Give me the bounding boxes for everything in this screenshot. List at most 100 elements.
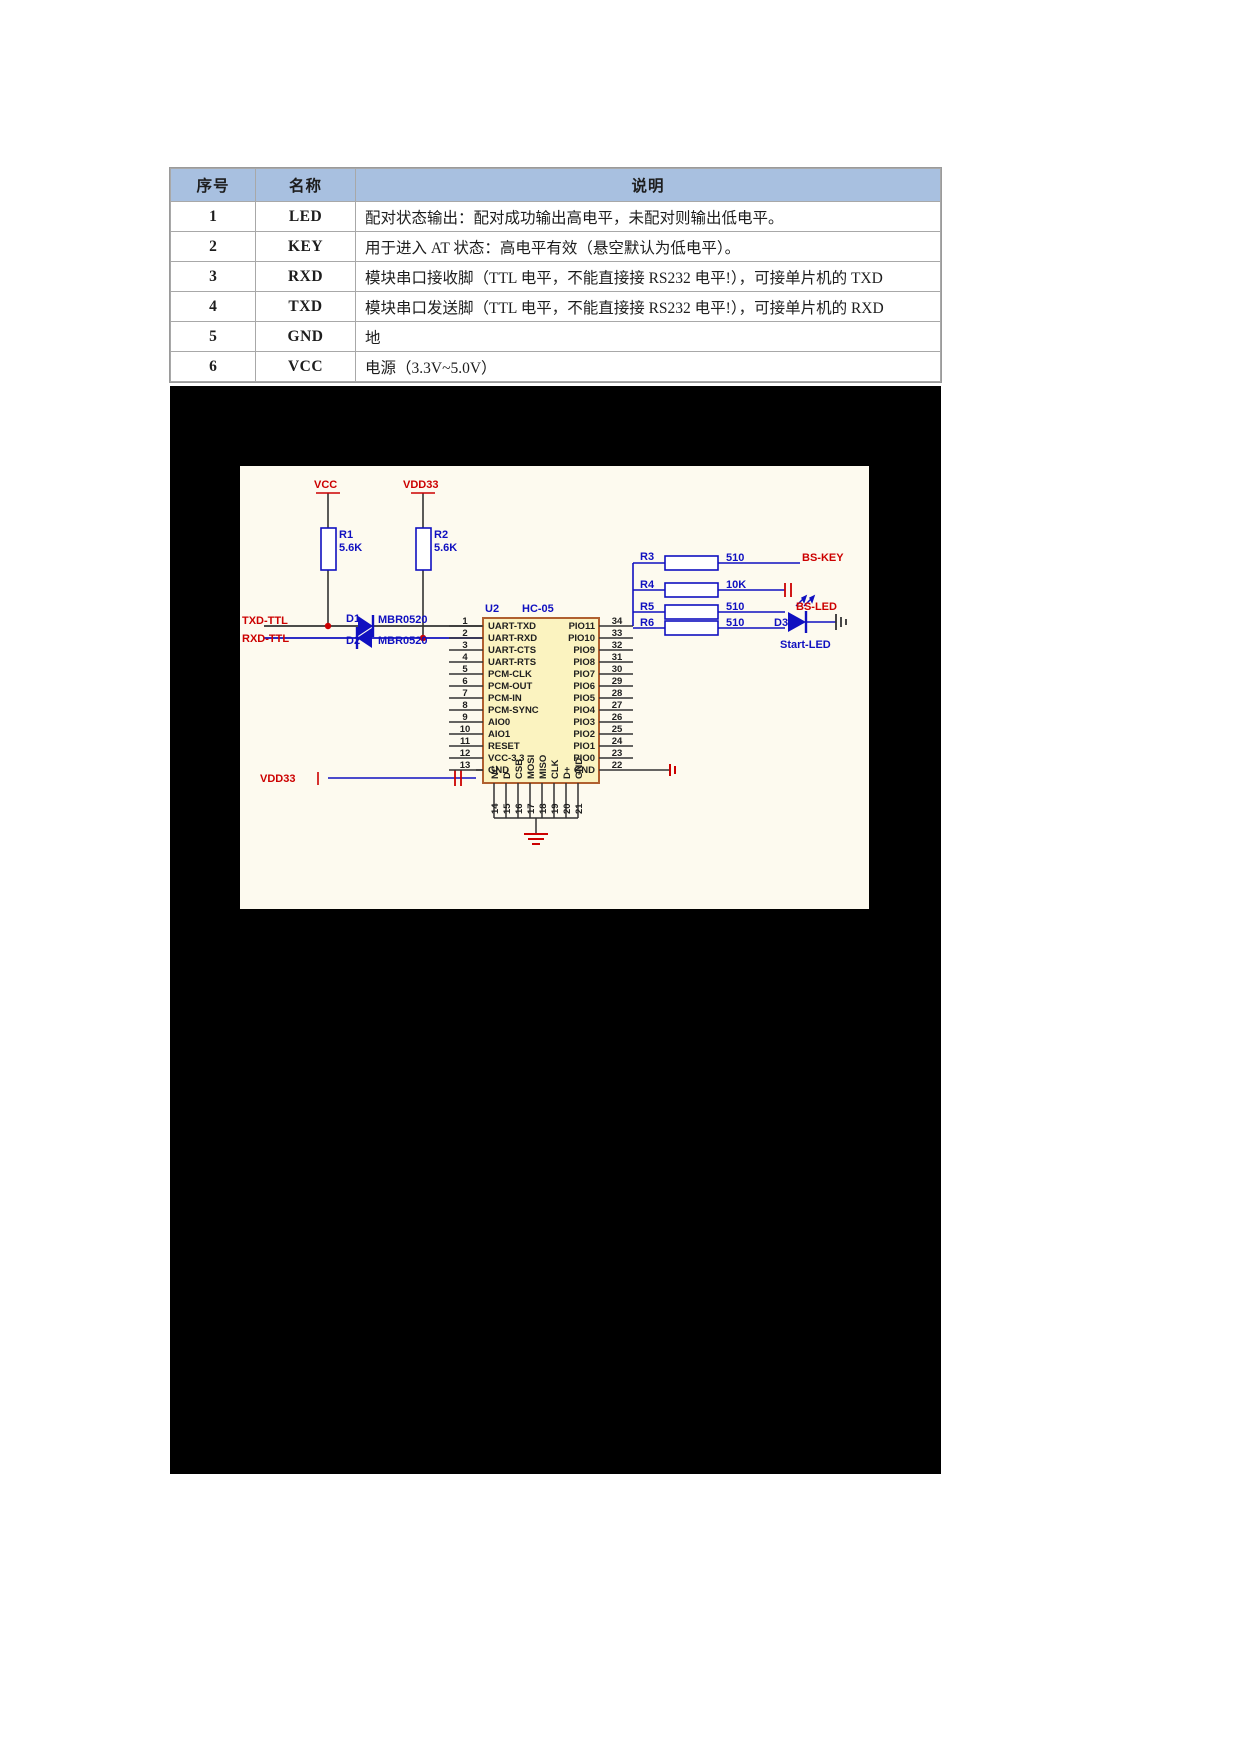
diode-ref-d1: D1	[346, 613, 360, 625]
right-pin-label: PIO9	[573, 645, 595, 656]
resistor-value-r4: 10K	[726, 579, 746, 591]
left-pin-number: 6	[462, 676, 467, 687]
left-pin-label: AIO0	[488, 717, 510, 728]
right-pin-number: 23	[612, 748, 623, 759]
bottom-pin-label: MOSI	[526, 755, 537, 779]
table-row: 3 RXD 模块串口接收脚（TTL 电平，不能直接接 RS232 电平!），可接…	[170, 261, 941, 292]
left-pin-number: 1	[462, 616, 468, 627]
right-pin-label: PIO8	[573, 657, 595, 668]
right-pin-label: PIO0	[573, 753, 595, 764]
column-header-desc: 说明	[355, 168, 941, 202]
resistor-ref-r6: R6	[640, 617, 654, 629]
bottom-pin-number: 19	[550, 803, 561, 814]
table-row: 2 KEY 用于进入 AT 状态：高电平有效（悬空默认为低电平）。	[170, 231, 941, 262]
left-pin-number: 12	[460, 748, 471, 759]
cell-desc: 模块串口发送脚（TTL 电平，不能直接接 RS232 电平!），可接单片机的 R…	[355, 291, 941, 322]
resistor-ref-r1: R1	[339, 529, 353, 541]
resistor-ref-r5: R5	[640, 601, 654, 613]
resistor-value-r5: 510	[726, 601, 744, 613]
right-pin-label: PIO2	[573, 729, 595, 740]
right-pin-number: 22	[612, 760, 623, 771]
cell-name: VCC	[255, 351, 356, 382]
cell-name: GND	[255, 321, 356, 352]
schematic-art-board: VCC VDD33 VDD33 TXD-TTL RXD-TTL BS-KEY B…	[170, 386, 941, 1474]
net-label-vdd33-left: VDD33	[260, 773, 295, 785]
right-pin-label: PIO4	[573, 705, 595, 716]
bottom-pin-label: GND	[574, 758, 585, 779]
left-pin-number: 8	[462, 700, 467, 711]
left-pin-label: VCC-3.3	[488, 753, 524, 764]
left-pin-number: 10	[460, 724, 471, 735]
right-pin-label: PIO3	[573, 717, 595, 728]
column-header-index: 序号	[170, 168, 256, 202]
diode-part-d2: MBR0520	[378, 635, 428, 647]
bottom-pin-label: D+	[562, 766, 573, 779]
right-pin-number: 30	[612, 664, 623, 675]
cell-index: 1	[170, 201, 256, 232]
cell-index: 5	[170, 321, 256, 352]
right-pin-number: 31	[612, 652, 623, 663]
ic-part-number: HC-05	[522, 603, 554, 615]
left-pin-number: 11	[460, 736, 471, 747]
bottom-pin-label: MISO	[538, 755, 549, 779]
diode-ref-d2: D2	[346, 635, 360, 647]
table-row: 1 LED 配对状态输出：配对成功输出高电平，未配对则输出低电平。	[170, 201, 941, 232]
table-row: 6 VCC 电源（3.3V~5.0V）	[170, 351, 941, 382]
left-pin-label: UART-CTS	[488, 645, 536, 656]
bottom-pin-label: CSB	[514, 759, 525, 779]
left-pin-label: PCM-SYNC	[488, 705, 539, 716]
right-pin-number: 26	[612, 712, 623, 723]
net-label-start-led: Start-LED	[780, 639, 831, 651]
column-header-name: 名称	[255, 168, 356, 202]
right-pin-number: 32	[612, 640, 623, 651]
bottom-pin-number: 15	[502, 803, 513, 814]
left-pin-label: UART-TXD	[488, 621, 536, 632]
right-pin-number: 33	[612, 628, 623, 639]
bottom-pin-label: CLK	[550, 759, 561, 779]
left-pin-label: UART-RTS	[488, 657, 536, 668]
diode-part-d1: MBR0520	[378, 614, 428, 626]
resistor-value-r6: 510	[726, 617, 744, 629]
hc05-schematic: VCC VDD33 VDD33 TXD-TTL RXD-TTL BS-KEY B…	[240, 466, 869, 909]
left-pin-label: GND	[488, 765, 509, 776]
net-label-bs-led: BS-LED	[796, 601, 837, 613]
cell-desc: 配对状态输出：配对成功输出高电平，未配对则输出低电平。	[355, 201, 941, 232]
table-header-row: 序号 名称 说明	[170, 168, 941, 202]
cell-index: 2	[170, 231, 256, 262]
left-pin-label: PCM-OUT	[488, 681, 533, 692]
diode-ref-d3: D3	[774, 617, 788, 629]
bottom-pin-number: 16	[514, 803, 525, 814]
left-pin-number: 3	[462, 640, 467, 651]
net-label-bs-key: BS-KEY	[802, 552, 844, 564]
right-pin-label: PIO11	[569, 621, 596, 632]
resistor-ref-r4: R4	[640, 579, 655, 591]
pin-description-table: 序号 名称 说明 1 LED 配对状态输出：配对成功输出高电平，未配对则输出低电…	[170, 168, 941, 382]
table-row: 5 GND 地	[170, 321, 941, 352]
right-pin-label: GND	[574, 765, 595, 776]
left-pin-number: 7	[462, 688, 467, 699]
cell-name: TXD	[255, 291, 356, 322]
net-label-vdd33-top: VDD33	[403, 479, 438, 491]
left-pin-number: 5	[462, 664, 468, 675]
right-pin-label: PIO10	[568, 633, 595, 644]
right-pin-number: 24	[612, 736, 623, 747]
left-pin-label: RESET	[488, 741, 520, 752]
bottom-pin-label: D-	[502, 769, 513, 779]
resistor-ref-r3: R3	[640, 551, 654, 563]
left-pin-label: PCM-IN	[488, 693, 522, 704]
left-pin-label: UART-RXD	[488, 633, 537, 644]
ic-reference: U2	[485, 603, 499, 615]
right-pin-number: 25	[612, 724, 623, 735]
bottom-pin-label: NC	[490, 765, 501, 779]
table-row: 4 TXD 模块串口发送脚（TTL 电平，不能直接接 RS232 电平!），可接…	[170, 291, 941, 322]
net-label-txd-ttl: TXD-TTL	[242, 615, 288, 627]
right-pin-number: 28	[612, 688, 623, 699]
resistor-value-r3: 510	[726, 552, 744, 564]
left-pin-number: 2	[462, 628, 467, 639]
cell-name: LED	[255, 201, 356, 232]
cell-index: 6	[170, 351, 256, 382]
left-pin-label: AIO1	[488, 729, 511, 740]
resistor-value-r1: 5.6K	[339, 542, 362, 554]
bottom-pin-number: 17	[526, 803, 537, 814]
bottom-pin-number: 14	[490, 803, 501, 814]
